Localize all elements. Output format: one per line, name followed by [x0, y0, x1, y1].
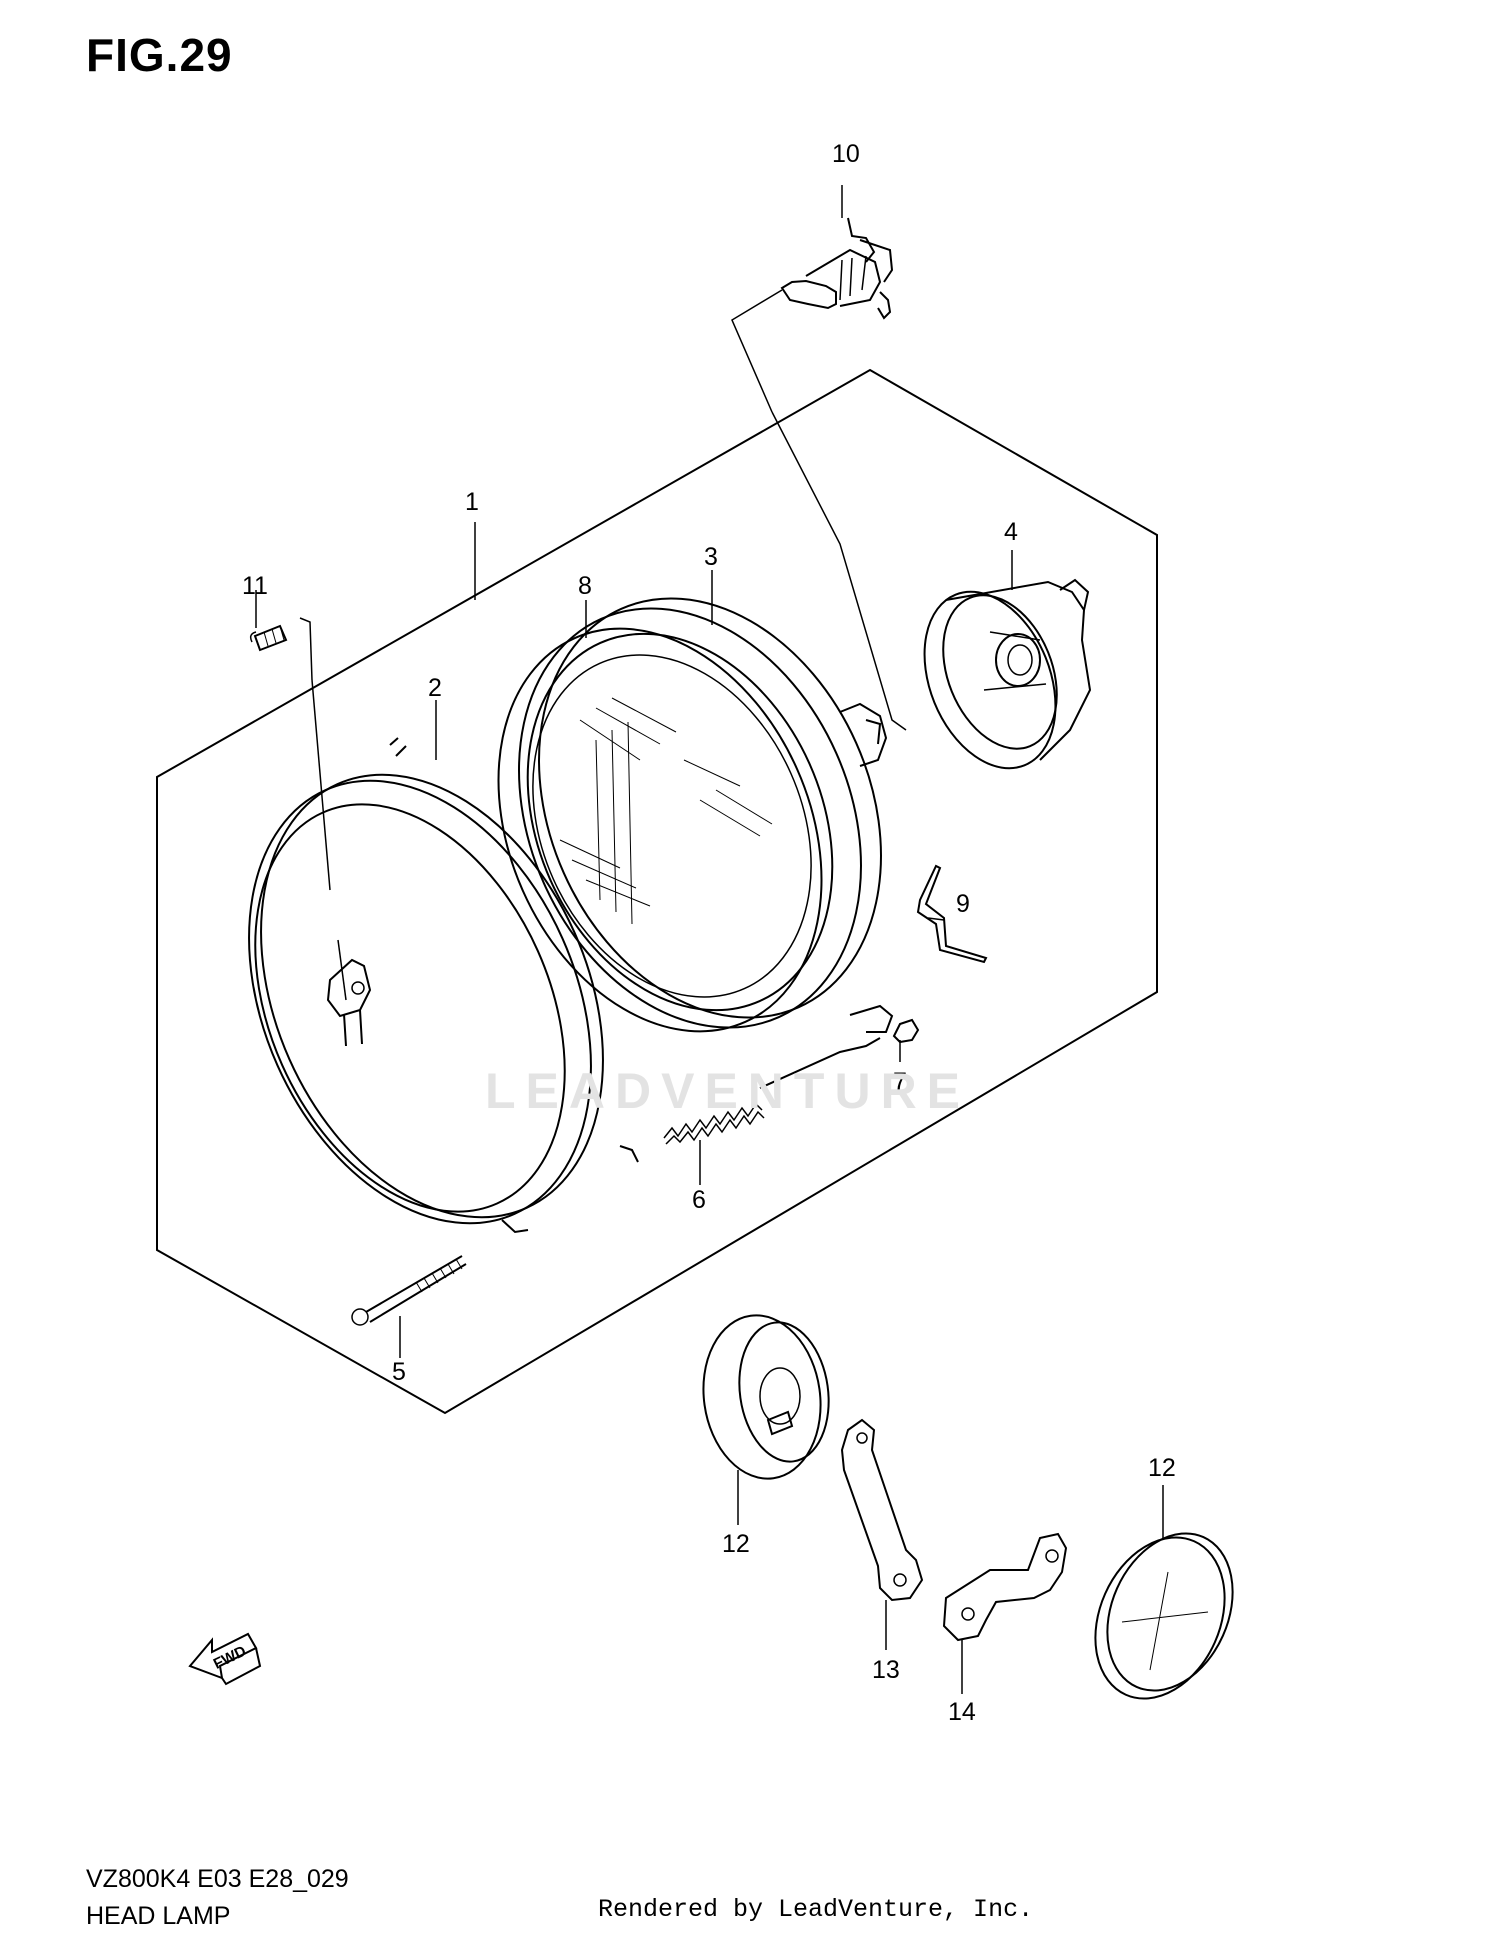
part-11-screw[interactable] [249, 590, 347, 1001]
part-4-socket-cover[interactable] [900, 572, 1092, 788]
callout-12-left: 12 [722, 1530, 750, 1558]
callout-7: 7 [893, 1068, 907, 1096]
part-5-adjusting-screw[interactable] [351, 1255, 467, 1358]
callout-13: 13 [872, 1656, 900, 1684]
callout-9: 9 [956, 890, 970, 918]
callout-1: 1 [465, 488, 479, 516]
callout-2: 2 [428, 674, 442, 702]
leader-bulb-to-reflector [731, 289, 907, 731]
figure-title: FIG.29 [86, 29, 233, 81]
part-3-lamp-unit[interactable] [455, 544, 945, 1082]
part-13-bracket[interactable] [840, 1418, 924, 1650]
callout-3: 3 [704, 543, 718, 571]
callout-14: 14 [948, 1698, 976, 1726]
callout-10: 10 [832, 140, 860, 168]
part-7-adjuster-nut[interactable] [759, 1018, 920, 1089]
part-6-spring[interactable] [663, 1102, 765, 1185]
callout-4: 4 [1004, 518, 1018, 546]
section-name: HEAD LAMP [86, 1902, 231, 1930]
callouts: 10 1 4 3 11 8 2 9 7 6 5 12 12 13 14 [242, 140, 1176, 1726]
part-2-trim-ring[interactable] [183, 721, 669, 1278]
part-12-cap-left[interactable] [693, 1308, 837, 1525]
callout-11: 11 [242, 572, 268, 600]
part-14-bracket[interactable] [942, 1532, 1068, 1694]
model-code: VZ800K4 E03 E28_029 [86, 1865, 349, 1893]
fwd-arrow: FWD [188, 1632, 262, 1686]
part-8-rim[interactable] [438, 577, 883, 1083]
callout-5: 5 [392, 1358, 406, 1386]
watermark: LEADVENTURE [485, 1063, 971, 1119]
part-12-cap-right[interactable] [1071, 1485, 1256, 1719]
rendered-by: Rendered by LeadVenture, Inc. [598, 1895, 1034, 1924]
callout-12-right: 12 [1148, 1454, 1176, 1482]
callout-6: 6 [692, 1186, 706, 1214]
part-9-clip[interactable] [916, 864, 988, 964]
callout-8: 8 [578, 572, 592, 600]
leader-lines [435, 185, 1013, 921]
part-10-bulb[interactable] [780, 217, 894, 320]
assembly-boundary [156, 368, 1158, 1415]
